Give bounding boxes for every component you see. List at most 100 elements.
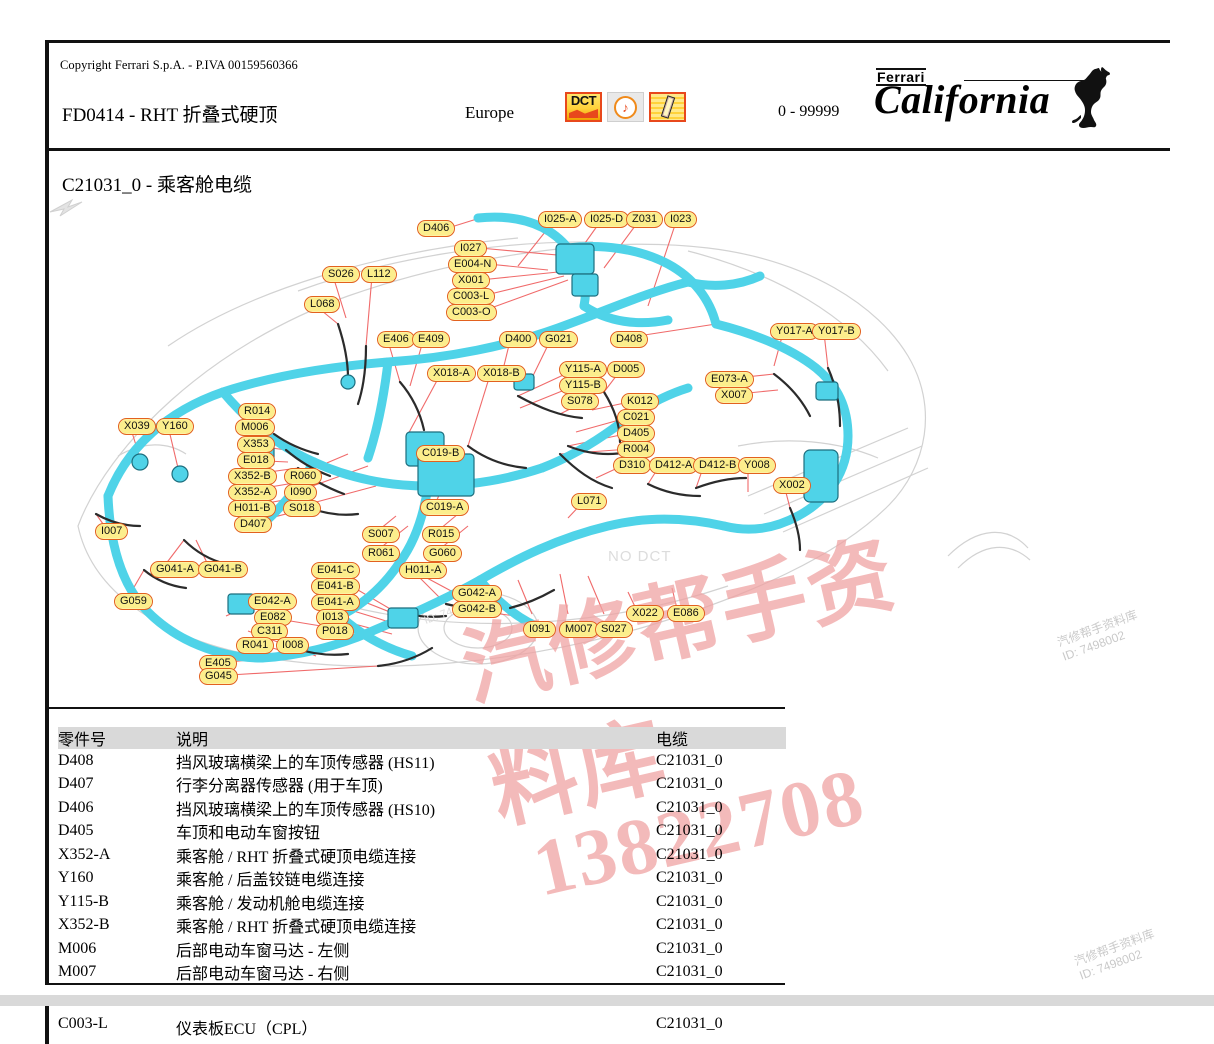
callout-e073-a[interactable]: E073-A <box>705 371 754 388</box>
callout-d406[interactable]: D406 <box>417 220 456 237</box>
callout-h011-b[interactable]: H011-B <box>228 500 277 517</box>
california-wordmark: California <box>874 77 1051 122</box>
callout-l112[interactable]: L112 <box>361 266 397 283</box>
callout-d408[interactable]: D408 <box>610 331 649 348</box>
callout-h011-a[interactable]: H011-A <box>399 562 448 579</box>
header-top-rule <box>45 40 1170 43</box>
cell-part: M006 <box>58 939 97 957</box>
callout-m006[interactable]: M006 <box>235 419 275 436</box>
cell-cable: C21031_0 <box>656 939 723 957</box>
callout-i025-d[interactable]: I025-D <box>584 211 630 228</box>
callout-e086[interactable]: E086 <box>667 605 705 622</box>
callout-c019-b[interactable]: C019-B <box>416 445 466 462</box>
cell-cable: C21031_0 <box>656 775 723 793</box>
callout-r041[interactable]: R041 <box>236 637 275 654</box>
callout-r015[interactable]: R015 <box>422 526 461 543</box>
callout-s007[interactable]: S007 <box>362 526 400 543</box>
callout-g060[interactable]: G060 <box>423 545 462 562</box>
callout-l071[interactable]: L071 <box>571 493 608 510</box>
callout-i023[interactable]: I023 <box>664 211 698 228</box>
car-body-outline <box>77 237 1031 667</box>
callout-d405[interactable]: D405 <box>617 425 656 442</box>
callout-x022[interactable]: X022 <box>626 605 664 622</box>
callout-x352-b[interactable]: X352-B <box>228 468 277 485</box>
callout-d400[interactable]: D400 <box>499 331 538 348</box>
callout-l068[interactable]: L068 <box>304 296 341 313</box>
callout-d407[interactable]: D407 <box>234 516 273 533</box>
callout-x018-a[interactable]: X018-A <box>427 365 476 382</box>
logo-rule <box>964 80 1086 81</box>
callout-i007[interactable]: I007 <box>95 523 129 540</box>
callout-s026[interactable]: S026 <box>322 266 360 283</box>
callout-d310[interactable]: D310 <box>613 457 652 474</box>
cell-part: Y115-B <box>58 892 109 910</box>
document-title: FD0414 - RHT 折叠式硬顶 <box>62 105 278 126</box>
pencil-nib-shape <box>660 95 675 119</box>
callout-e041-c[interactable]: E041-C <box>311 562 361 579</box>
music-icon: ♪ <box>607 92 644 122</box>
callout-c019-a[interactable]: C019-A <box>420 499 470 516</box>
left-margin-rule <box>45 40 49 985</box>
callout-c021[interactable]: C021 <box>617 409 656 426</box>
callout-g042-a[interactable]: G042-A <box>452 585 502 602</box>
table-top-rule <box>45 707 785 709</box>
callout-r061[interactable]: R061 <box>362 545 401 562</box>
callout-k012[interactable]: K012 <box>621 393 659 410</box>
callout-y115-b[interactable]: Y115-B <box>559 377 607 394</box>
callout-g059[interactable]: G059 <box>114 593 153 610</box>
callout-e409[interactable]: E409 <box>412 331 450 348</box>
callout-g045[interactable]: G045 <box>199 668 238 685</box>
callout-x039[interactable]: X039 <box>118 418 156 435</box>
callout-e042-a[interactable]: E042-A <box>248 593 297 610</box>
callout-g041-a[interactable]: G041-A <box>150 561 200 578</box>
dct-icon: DCT <box>565 92 602 122</box>
callout-g041-b[interactable]: G041-B <box>198 561 248 578</box>
page-break-band <box>0 995 1214 1006</box>
cell-cable: C21031_0 <box>656 916 723 934</box>
callout-i013[interactable]: I013 <box>316 609 350 626</box>
callout-c003-l[interactable]: C003-L <box>447 288 496 305</box>
callout-e004-n[interactable]: E004-N <box>448 256 498 273</box>
callout-p018[interactable]: P018 <box>316 623 354 640</box>
callout-x353[interactable]: X353 <box>237 436 275 453</box>
callout-x352-a[interactable]: X352-A <box>228 484 277 501</box>
callout-i025-a[interactable]: I025-A <box>538 211 583 228</box>
callout-e018[interactable]: E018 <box>237 452 275 469</box>
market-label: Europe <box>465 103 515 122</box>
callout-s078[interactable]: S078 <box>561 393 599 410</box>
cell-description: 车顶和电动车窗按钮 <box>176 825 321 843</box>
callout-x001[interactable]: X001 <box>452 272 490 289</box>
cell-part: M007 <box>58 963 97 981</box>
callout-y160[interactable]: Y160 <box>156 418 194 435</box>
callout-e041-b[interactable]: E041-B <box>311 578 360 595</box>
callout-d412-b[interactable]: D412-B <box>693 457 743 474</box>
callout-i008[interactable]: I008 <box>276 637 310 654</box>
callout-m007[interactable]: M007 <box>559 621 599 638</box>
callout-x002[interactable]: X002 <box>773 477 811 494</box>
callout-y017-b[interactable]: Y017-B <box>812 323 861 340</box>
callout-s027[interactable]: S027 <box>595 621 633 638</box>
callout-y008[interactable]: Y008 <box>738 457 776 474</box>
callout-s018[interactable]: S018 <box>283 500 321 517</box>
callout-y115-a[interactable]: Y115-A <box>559 361 607 378</box>
callout-g021[interactable]: G021 <box>539 331 578 348</box>
callout-r060[interactable]: R060 <box>284 468 323 485</box>
callout-c003-o[interactable]: C003-O <box>446 304 497 321</box>
callout-r014[interactable]: R014 <box>238 403 277 420</box>
orientation-arrow-icon <box>49 198 83 217</box>
callout-x007[interactable]: X007 <box>715 387 753 404</box>
callout-g042-b[interactable]: G042-B <box>452 601 502 618</box>
callout-i091[interactable]: I091 <box>523 621 557 638</box>
cell-part: X352-B <box>58 916 110 934</box>
callout-d005[interactable]: D005 <box>607 361 646 378</box>
callout-e406[interactable]: E406 <box>377 331 415 348</box>
callout-i090[interactable]: I090 <box>284 484 318 501</box>
callout-z031[interactable]: Z031 <box>626 211 664 228</box>
callout-x018-b[interactable]: X018-B <box>477 365 526 382</box>
callout-r004[interactable]: R004 <box>617 441 656 458</box>
callout-i027[interactable]: I027 <box>454 240 488 257</box>
callout-d412-a[interactable]: D412-A <box>649 457 699 474</box>
